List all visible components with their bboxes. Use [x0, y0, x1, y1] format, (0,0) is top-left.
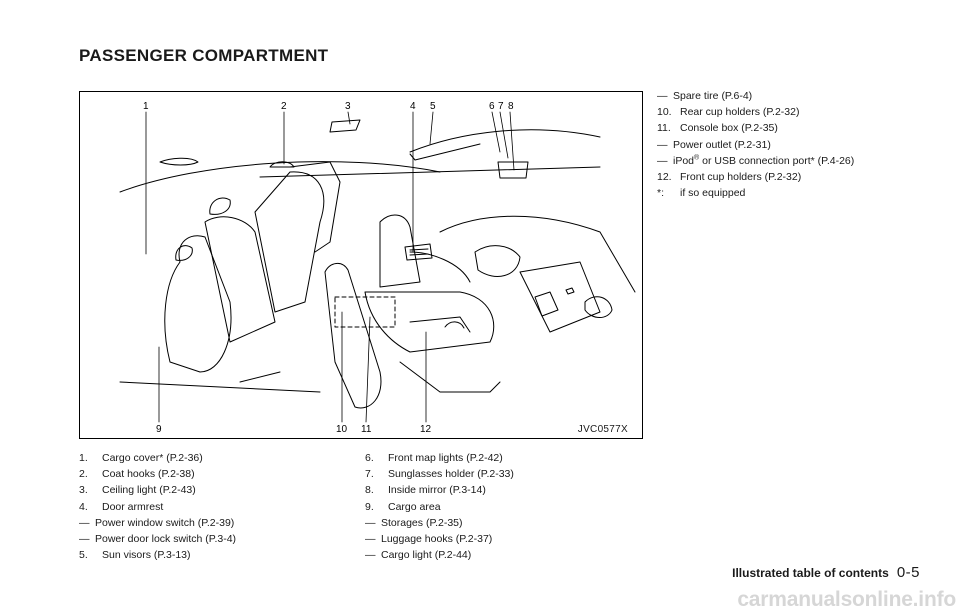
leader-lines: [145, 111, 515, 423]
legend-subitem-text: Luggage hooks (P.2-37): [381, 533, 493, 546]
dash-glyph: —: [365, 533, 376, 546]
legend-item: 12. Front cup holders (P.2-32): [657, 169, 947, 185]
legend-item-number: 2.: [79, 468, 88, 481]
callout-5: 5: [430, 101, 436, 112]
console-box-marker: [334, 296, 396, 328]
legend-list-middle: 6. Front map lights (P.2-42) 7. Sunglasses …: [365, 450, 635, 563]
callout-6: 6: [489, 101, 495, 112]
legend-item-text: Sun visors (P.3-13): [102, 549, 191, 562]
legend-subitem-text: Power window switch (P.2-39): [95, 516, 235, 529]
dash-glyph: —: [79, 533, 90, 546]
callout-9: 9: [156, 424, 162, 435]
legend-list-left: 1. Cargo cover* (P.2-36) 2. Coat hooks (P.2…: [79, 450, 339, 563]
legend-item-number: 9.: [365, 500, 374, 513]
legend-item-number: 12.: [657, 171, 672, 184]
legend-item: 1. Cargo cover* (P.2-36): [79, 450, 339, 466]
legend-subitem-text: Cargo light (P.2-44): [381, 549, 472, 562]
dash-glyph: —: [365, 549, 376, 562]
legend-item-number: 1.: [79, 452, 88, 464]
dash-glyph: —: [79, 516, 90, 529]
legend-item: 2. Coat hooks (P.2-38): [79, 466, 339, 482]
legend-item-number: 11.: [657, 122, 671, 135]
dash-glyph: —: [365, 516, 376, 529]
legend-item-number: 7.: [365, 468, 374, 481]
legend-item-text: Inside mirror (P.3-14): [388, 484, 486, 497]
legend-item-text: Sunglasses holder (P.2-33): [388, 468, 514, 481]
callout-3: 3: [345, 101, 351, 112]
legend-subitem: — Power door lock switch (P.3-4): [79, 531, 339, 547]
page-number: 0-5: [896, 564, 920, 581]
dash-glyph: —: [657, 138, 668, 151]
legend-item: 7. Sunglasses holder (P.2-33): [365, 466, 635, 482]
legend-subitem-text: iPod: [673, 154, 695, 167]
page-footer: Illustrated table of contents 0-5 carmanu…: [732, 564, 956, 611]
roof-outline: [119, 129, 601, 193]
legend-item: 4. Door armrest: [79, 499, 339, 515]
callout-12: 12: [420, 424, 432, 435]
legend-item-text: Ceiling light (P.2-43): [102, 484, 196, 497]
section-title: PASSENGER COMPARTMENT: [79, 46, 329, 65]
legend-item: 8. Inside mirror (P.3-14): [365, 482, 635, 498]
legend-item-text: Front map lights (P.2-42): [388, 452, 503, 464]
callout-8: 8: [508, 101, 514, 112]
callout-11: 11: [361, 424, 372, 435]
legend-subitem: — Storages (P.2-35): [365, 515, 635, 531]
interior-line-drawing: [119, 111, 636, 423]
legend-item-text: if so equipped: [680, 187, 746, 200]
legend-item-number: 4.: [79, 500, 88, 513]
legend-item: *: if so equipped: [657, 185, 947, 201]
legend-item-number: 3.: [79, 484, 88, 497]
callout-2: 2: [281, 101, 287, 112]
legend-item-text: Cargo cover* (P.2-36): [102, 452, 203, 464]
legend-item-text: Rear cup holders (P.2-32): [680, 106, 800, 119]
rear-seats: [164, 161, 341, 373]
callout-10: 10: [336, 424, 348, 435]
dash-glyph: —: [657, 90, 668, 102]
legend-item-text: Cargo area: [388, 500, 441, 513]
legend-item-text: Front cup holders (P.2-32): [680, 171, 802, 184]
legend-item: 10. Rear cup holders (P.2-32): [657, 104, 947, 120]
legend-item-text: Coat hooks (P.2-38): [102, 468, 195, 481]
legend-subitem-text: Power outlet (P.2-31): [673, 138, 771, 151]
legend-subitem: — Spare tire (P.6-4): [657, 88, 947, 104]
interior-illustration: 1 2 3 4 5 6 7 8 9 10 11 12 JVC0577X: [79, 91, 643, 439]
legend-item-number: 6.: [365, 452, 374, 464]
legend-subitem: — Cargo light (P.2-44): [365, 547, 635, 563]
dashboard: [439, 215, 636, 333]
registered-mark: ®: [694, 154, 700, 162]
legend-list-right: — Spare tire (P.6-4)10. Rear cup holders (…: [657, 88, 947, 201]
legend-item: 5. Sun visors (P.3-13): [79, 547, 339, 563]
legend-item-text: Console box (P.2-35): [680, 122, 778, 135]
callout-4: 4: [410, 101, 416, 112]
legend-item: 9. Cargo area: [365, 499, 635, 515]
figure-code: JVC0577X: [577, 424, 628, 435]
ceiling-light-shape: [329, 119, 361, 133]
legend-item-text: Door armrest: [102, 500, 164, 513]
callout-7: 7: [498, 101, 504, 112]
legend-item: 6. Front map lights (P.2-42): [365, 450, 635, 466]
legend-item-number: *:: [657, 187, 665, 200]
dash-glyph: —: [657, 154, 668, 167]
watermark: carmanualsonline.info: [737, 588, 956, 611]
legend-subitem-text: Spare tire (P.6-4): [673, 90, 753, 102]
legend-item: 3. Ceiling light (P.2-43): [79, 482, 339, 498]
legend-subitem: — iPod® or USB connection port* (P.4-26): [657, 153, 947, 169]
legend-subitem-text: Storages (P.2-35): [381, 516, 463, 529]
front-seats: [324, 214, 501, 409]
legend-subitem-text: Power door lock switch (P.3-4): [95, 533, 237, 546]
legend-subitem: — Power outlet (P.2-31): [657, 137, 947, 153]
legend-item-number: 8.: [365, 484, 374, 497]
legend-item-number: 5.: [79, 549, 88, 562]
callout-1: 1: [143, 101, 149, 112]
footer-section-label: Illustrated table of contents: [732, 566, 889, 580]
legend-subitem: — Luggage hooks (P.2-37): [365, 531, 635, 547]
legend-subitem: — Power window switch (P.2-39): [79, 515, 339, 531]
legend-subitem-text: or USB connection port* (P.4-26): [699, 154, 855, 167]
legend-item: 11. Console box (P.2-35): [657, 120, 947, 136]
legend-item-number: 10.: [657, 106, 672, 119]
floor-lines: [119, 316, 471, 393]
